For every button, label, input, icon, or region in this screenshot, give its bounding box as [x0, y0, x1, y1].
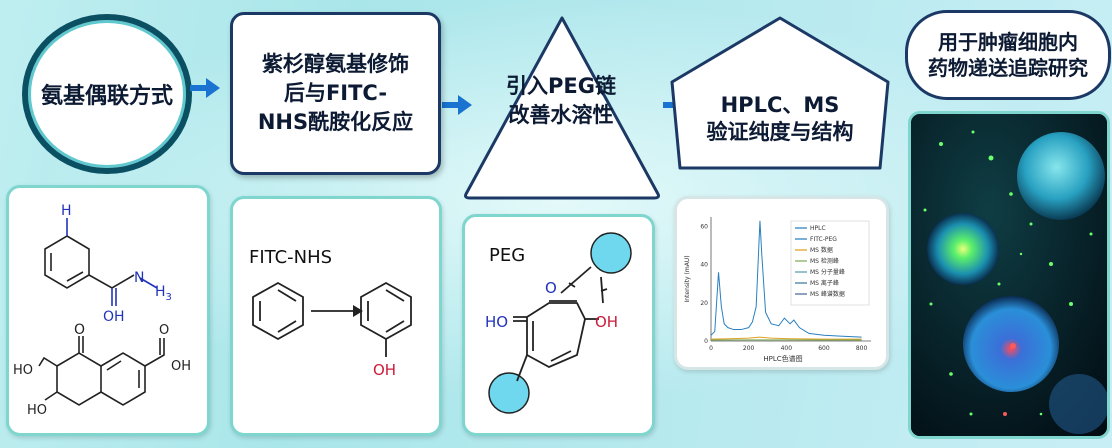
peg-title: PEG	[489, 245, 525, 266]
legend-entry: FITC-PEG	[810, 236, 837, 243]
goal-line1: 用于肿瘤细胞内	[938, 30, 1078, 54]
mol2-ho-left-label: HO	[13, 363, 33, 378]
legend-entry: MS 离子峰	[810, 279, 839, 287]
peg-structure-diagram: PEG O HO OH	[485, 232, 632, 414]
mol1-h-label: H	[61, 203, 72, 219]
chart-xlabel: HPLC色谱图	[763, 354, 802, 363]
legend-entry: HPLC	[810, 225, 826, 232]
step-verification-pentagon-shape	[670, 16, 890, 170]
legend-entry: MS 峰谱数据	[810, 290, 845, 298]
series-line	[710, 336, 862, 340]
mol1-n-label: N	[134, 270, 144, 286]
mol1-h3-label: H3	[155, 284, 172, 303]
fitc-oh-label: OH	[373, 361, 396, 379]
step-peg-triangle-shape	[464, 16, 660, 200]
series-line	[710, 220, 862, 338]
step-coupling-method-label: 氨基偶联方式	[40, 84, 173, 109]
legend-entry: MS 检测峰	[810, 257, 839, 265]
card-hplc-chart: 0 200 400 600 800 0 20 40 60 HPLC FITC-PEG MS 数据 MS…	[674, 196, 889, 370]
x-tick-label: 600	[818, 345, 830, 352]
molecule-structures: H N H3 OH O HO HO O OH	[13, 203, 191, 418]
card-amino-molecules: H N H3 OH O HO HO O OH	[6, 185, 210, 436]
y-tick-label: 20	[700, 300, 708, 307]
y-tick-label: 0	[704, 338, 708, 345]
arrow-right-icon	[442, 95, 472, 115]
card-peg: PEG O HO OH	[462, 214, 655, 436]
step-amidation-line1: 紫杉醇氨基修饰	[262, 52, 409, 76]
x-tick-label: 800	[856, 345, 868, 352]
peg-ho-label: HO	[485, 313, 508, 331]
x-tick-label: 0	[709, 345, 713, 352]
x-tick-label: 200	[743, 345, 755, 352]
tumor-cell-illustration	[911, 114, 1107, 436]
step-hplc-ms-verification: HPLC、MS 验证纯度与结构	[680, 92, 880, 146]
tumor-cell-image	[908, 111, 1110, 439]
tumor-cell	[1017, 132, 1105, 220]
step-peg-line1: 引入PEG链	[506, 74, 616, 98]
y-tick-label: 40	[700, 262, 708, 269]
chart-legend	[790, 220, 870, 306]
step-amidation-line2: 后与FITC-	[283, 81, 388, 105]
legend-entry: MS 数据	[810, 246, 833, 254]
step-amidation-line3: NHS酰胺化反应	[257, 110, 414, 134]
step-coupling-method: 氨基偶联方式	[22, 14, 192, 174]
peg-o-label: O	[545, 279, 557, 297]
step-peg-line2: 改善水溶性	[508, 103, 614, 127]
fitc-title: FITC-NHS	[249, 247, 332, 268]
peg-bead-icon	[590, 232, 632, 274]
mol2-ho-bottom-label: HO	[27, 403, 47, 418]
step-amidation-reaction: 紫杉醇氨基修饰 后与FITC- NHS酰胺化反应	[230, 12, 441, 175]
step-verify-line2: 验证纯度与结构	[706, 120, 854, 144]
step-peg-solubility: 引入PEG链 改善水溶性	[482, 72, 640, 130]
hplc-line-chart: 0 200 400 600 800 0 20 40 60 HPLC FITC-PEG MS 数据 MS…	[684, 217, 871, 363]
goal-tumor-delivery: 用于肿瘤细胞内 药物递送追踪研究	[905, 10, 1111, 100]
mol2-o-right-label: O	[159, 323, 169, 338]
y-tick-label: 60	[700, 224, 708, 231]
chart-ylabel: Intensity (mAU)	[684, 255, 691, 302]
arrow-right-icon	[190, 78, 220, 98]
mol1-oh-label: OH	[103, 309, 125, 325]
goal-line2: 药物递送追踪研究	[928, 56, 1088, 80]
peg-bead-icon	[488, 372, 530, 414]
legend-entry: MS 分子量峰	[810, 268, 845, 276]
reaction-arrow-icon	[353, 305, 363, 317]
mol2-oh-right-label: OH	[171, 359, 191, 374]
mol2-o-label: O	[74, 322, 85, 338]
fluorescent-cell	[927, 213, 999, 285]
x-tick-label: 400	[781, 345, 793, 352]
step-verify-line1: HPLC、MS	[720, 93, 840, 117]
fitc-reaction-diagram: FITC-NHS OH	[249, 247, 412, 379]
card-fitc-nhs: FITC-NHS OH	[230, 196, 442, 436]
peg-oh-label: OH	[595, 313, 618, 331]
